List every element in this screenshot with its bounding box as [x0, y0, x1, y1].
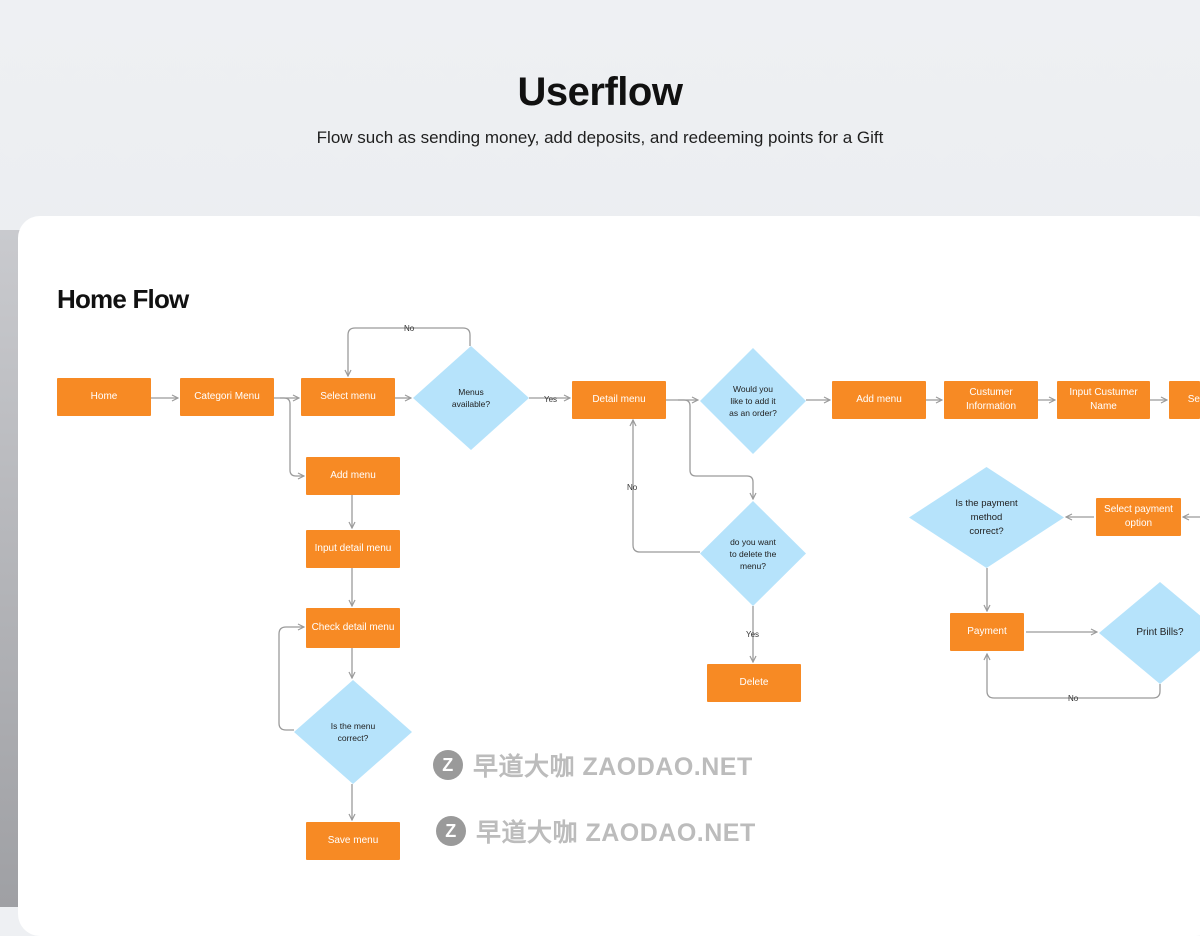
- watermark-1: Z 早道大咖 ZAODAO.NET: [433, 747, 753, 783]
- input-detail-menu-box: Input detail menu: [306, 530, 400, 568]
- flow-title: Home Flow: [57, 284, 189, 314]
- page-subtitle: Flow such as sending money, add deposits…: [316, 128, 884, 147]
- add-menu-right-box: Add menu: [832, 381, 926, 419]
- watermark-text: 早道大咖 ZAODAO.NET: [476, 819, 756, 847]
- input-customer-name-box: Input Custumer Name: [1057, 381, 1150, 419]
- home-box: Home: [57, 378, 151, 416]
- customer-information-box: Custumer Information: [944, 381, 1038, 419]
- decision-text: Is the payment method correct?: [955, 497, 1018, 537]
- watermark-2: Z 早道大咖 ZAODAO.NET: [436, 813, 756, 849]
- arrow-print-no-to-payment: [987, 654, 1161, 699]
- label-no-delete: No: [627, 483, 638, 492]
- menus-available-decision: Menus available?: [413, 346, 529, 450]
- watermark-text: 早道大咖 ZAODAO.NET: [473, 753, 753, 781]
- select-payment-option-box: Select payment option: [1096, 498, 1181, 536]
- connector-lines: [151, 327, 1200, 907]
- payment-method-decision: Is the payment method correct?: [909, 467, 1064, 568]
- decision-text: Print Bills?: [1136, 627, 1184, 638]
- save-menu-box: Save menu: [306, 822, 400, 860]
- decision-text: Menus available?: [451, 387, 491, 409]
- print-bills-decision: Print Bills?: [1099, 582, 1200, 684]
- delete-menu-decision: do you want to delete the menu?: [700, 501, 806, 606]
- decision-text: Is the menu correct?: [330, 721, 376, 743]
- page-title: Userflow: [517, 70, 683, 114]
- label-no-print: No: [1068, 694, 1079, 703]
- detail-menu-box: Detail menu: [572, 381, 666, 419]
- label-yes-delete: Yes: [746, 630, 760, 639]
- label-no-top: No: [404, 324, 415, 333]
- categori-menu-box: Categori Menu: [180, 378, 274, 416]
- select-menu-box: Select menu: [301, 378, 395, 416]
- cut-off-box: Se: [1169, 381, 1200, 419]
- add-to-order-decision: Would you like to add it as an order?: [700, 348, 806, 454]
- arrow-categori-to-add-menu: [280, 397, 304, 476]
- arrow-menu-correct-loop-back: [278, 627, 304, 731]
- arrow-delete-q-no-to-detail: [633, 420, 700, 553]
- flow-card: [18, 216, 1200, 936]
- arrow-menus-no-loop: [348, 327, 471, 376]
- label-yes-available: Yes: [544, 395, 558, 404]
- left-edge-shadow: [0, 230, 20, 907]
- check-detail-menu-box: Check detail menu: [306, 608, 400, 648]
- payment-box: Payment: [950, 613, 1024, 651]
- menu-correct-decision: Is the menu correct?: [294, 680, 412, 784]
- decision-text: do you want to delete the menu?: [729, 536, 777, 571]
- watermark-logo-icon: Z: [433, 750, 463, 780]
- watermark-logo-icon: Z: [436, 816, 466, 846]
- decision-text: Would you like to add it as an order?: [729, 384, 777, 418]
- delete-box: Delete: [707, 664, 801, 702]
- arrow-detail-to-delete-q: [678, 399, 753, 499]
- add-menu-box: Add menu: [306, 457, 400, 495]
